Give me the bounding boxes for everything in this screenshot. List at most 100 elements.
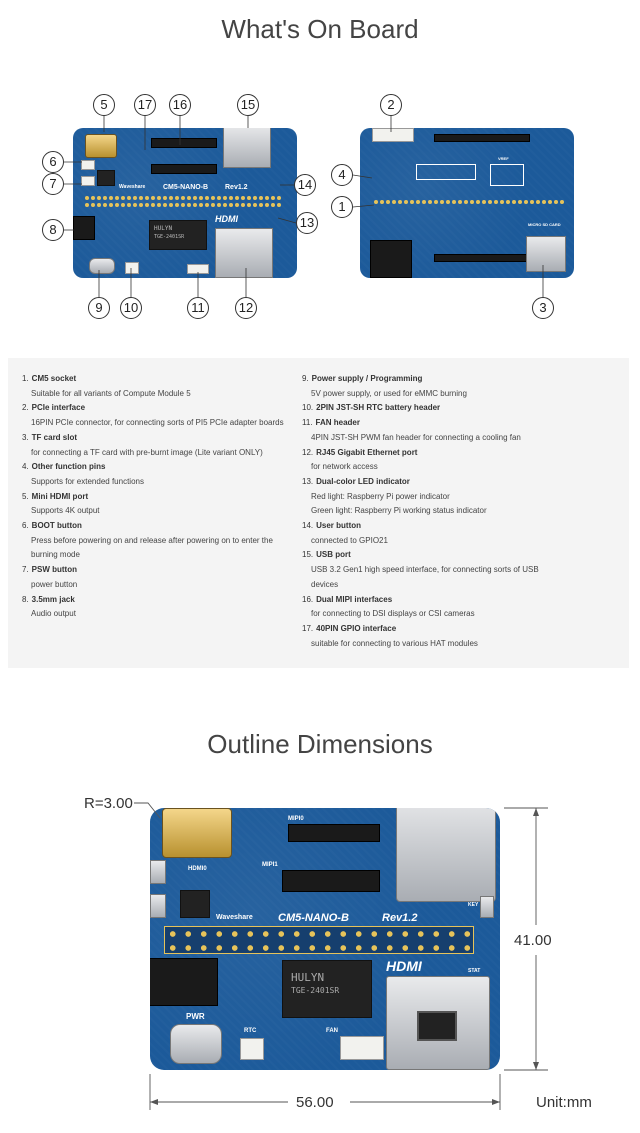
dim-mipi0-connector — [288, 824, 380, 842]
feature-item-title: 12.RJ45 Gigabit Ethernet port — [302, 446, 622, 461]
feature-item-description: Supports 4K output — [31, 506, 100, 516]
callout-6: 6 — [42, 151, 64, 173]
mipi1-connector — [151, 164, 217, 174]
dim-user-button — [480, 896, 494, 918]
feature-item-number: 3. — [22, 432, 29, 442]
dim-mini-hdmi-port — [162, 808, 232, 858]
fan-header — [187, 264, 209, 274]
callout-10: 10 — [120, 297, 142, 319]
dim-waveshare-logo: Waveshare — [216, 914, 253, 921]
feature-item-title: 15.USB port — [302, 548, 622, 563]
dim-fan-label: FAN — [326, 1028, 338, 1034]
dim-stat-label: STAT — [468, 968, 481, 974]
callout-1: 1 — [331, 196, 353, 218]
feature-item-title-text: Other function pins — [31, 462, 106, 472]
dim-height-label: 41.00 — [514, 932, 552, 949]
feature-item-description: Green light: Raspberry Pi working status… — [311, 506, 487, 516]
feature-item-title-text: USB port — [316, 550, 351, 560]
feature-item-number: 6. — [22, 521, 29, 531]
feature-item-description: 4PIN JST-SH PWM fan header for connectin… — [311, 432, 521, 442]
callout-17: 17 — [134, 94, 156, 116]
micro-sd-silkscreen: MICRO SD CARD — [528, 222, 561, 227]
feature-item-description: connected to GPIO21 — [311, 535, 388, 545]
hdmi-silkscreen: HDMI — [215, 214, 238, 224]
waveshare-logo: Waveshare — [119, 184, 146, 190]
gpio-header — [85, 196, 281, 200]
feature-item-title-text: PCIe interface — [31, 403, 86, 413]
dim-rj45-port — [386, 976, 490, 1070]
feature-item-description: 5V power supply, or used for eMMC burnin… — [311, 388, 467, 398]
feature-item-description: suitable for connecting to various HAT m… — [311, 638, 478, 648]
dim-mipi1-label: MIPI1 — [262, 862, 278, 868]
dim-chip-label-tge: TGE-2401SR — [291, 986, 340, 995]
rj45-port — [215, 228, 273, 278]
tf-card-slot — [526, 236, 566, 272]
psw-button — [81, 176, 95, 186]
feature-item-number: 12. — [302, 447, 314, 457]
callout-4: 4 — [331, 164, 353, 186]
callout-15: 15 — [237, 94, 259, 116]
feature-item-title: 8.3.5mm jack — [22, 593, 302, 608]
dim-mipi0-label: MIPI0 — [288, 816, 304, 822]
feature-item-description: USB 3.2 Gen1 high speed interface, for c… — [311, 565, 539, 575]
feature-item-title: 3.TF card slot — [22, 431, 302, 446]
dim-chip-label-hulyn: HULYN — [291, 971, 325, 984]
dim-mipi1-connector — [282, 870, 380, 892]
dim-rev-label: Rev1.2 — [382, 912, 418, 924]
feature-item-title: 1.CM5 socket — [22, 372, 302, 387]
dim-hdmi0-label: HDMI0 — [188, 866, 207, 872]
rev-label: Rev1.2 — [225, 184, 248, 191]
dim-unit-label: Unit:mm — [536, 1094, 592, 1111]
dim-hdmi-silkscreen: HDMI — [386, 958, 422, 974]
dim-rtc-header — [240, 1038, 264, 1060]
feature-item-title: 5.Mini HDMI port — [22, 490, 302, 505]
callout-16: 16 — [169, 94, 191, 116]
feature-item-number: 9. — [302, 374, 309, 383]
usb-port — [223, 128, 271, 168]
feature-item-title: 4.Other function pins — [22, 460, 302, 475]
mini-hdmi-port — [85, 134, 117, 158]
feature-item-title-text: Dual-color LED indicator — [316, 476, 410, 486]
feature-item-title-text: 3.5mm jack — [31, 594, 75, 604]
callout-13: 13 — [296, 212, 318, 234]
section-title-outline-dimensions: Outline Dimensions — [207, 729, 433, 759]
feature-item-number: 16. — [302, 594, 314, 604]
dim-usb-port — [396, 808, 496, 902]
feature-item-description: Red light: Raspberry Pi power indicator — [311, 491, 450, 501]
dim-radius-label: R=3.00 — [84, 795, 133, 812]
feature-item-title: 6.BOOT button — [22, 519, 302, 534]
feature-item-title-text: TF card slot — [31, 432, 78, 442]
feature-item-title-text: 2PIN JST-SH RTC battery header — [316, 403, 441, 413]
feature-item-description: burning mode — [31, 550, 80, 560]
chip-label-hulyn: HULYN — [154, 225, 173, 232]
feature-item-description: Audio output — [31, 609, 76, 619]
feature-item-description: for connecting to DSI displays or CSI ca… — [311, 609, 475, 619]
vref-silkscreen: VREF — [498, 156, 509, 161]
feature-item-title: 9.Power supply / Programming — [302, 372, 622, 387]
feature-item-description: Supports for extended functions — [31, 476, 144, 486]
callout-9: 9 — [88, 297, 110, 319]
dim-ethernet-transformer: HULYN TGE-2401SR — [282, 960, 372, 1018]
feature-item-title-text: RJ45 Gigabit Ethernet port — [316, 447, 418, 457]
feature-item-title-text: Mini HDMI port — [31, 491, 89, 501]
feature-item-title: 2.PCIe interface — [22, 401, 302, 416]
dim-key-label: KEY — [468, 902, 479, 908]
dim-usb-c-port — [170, 1024, 222, 1064]
chip-label-tge: TGE-2401SR — [154, 234, 185, 240]
dim-boot-button — [150, 860, 166, 884]
feature-item-number: 15. — [302, 550, 314, 560]
callout-2: 2 — [380, 94, 402, 116]
callout-14: 14 — [294, 174, 316, 196]
dim-model-label: CM5-NANO-B — [278, 912, 349, 924]
feature-item-title: 14.User button — [302, 519, 622, 534]
feature-item-title-text: BOOT button — [31, 521, 82, 531]
back-gpio-pins — [374, 200, 564, 204]
boot-button — [81, 160, 95, 170]
feature-item-title-text: PSW button — [31, 565, 77, 575]
feature-item-number: 5. — [22, 491, 29, 501]
feature-item-description: Press before powering on and release aft… — [31, 535, 273, 545]
callout-8: 8 — [42, 219, 64, 241]
feature-item-number: 17. — [302, 623, 314, 633]
feature-item-number: 1. — [22, 374, 29, 383]
